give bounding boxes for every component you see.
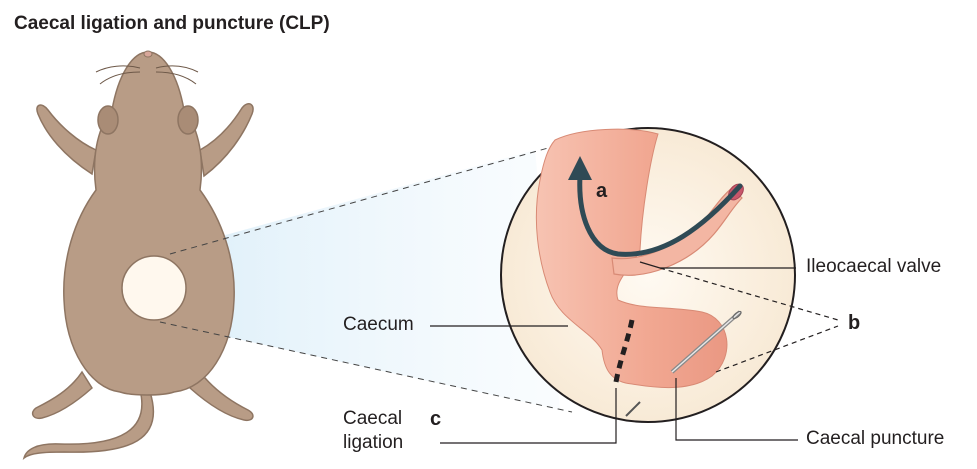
leader-ligation (440, 388, 617, 444)
caecal-puncture-label: Caecal puncture (806, 428, 945, 449)
ileocaecal-valve-label: Ileocaecal valve (806, 256, 942, 277)
flow-arrow (577, 173, 743, 257)
mouse-whiskers (95, 65, 199, 85)
mouse-right-arm (199, 103, 254, 178)
diagram-title: Caecal ligation and puncture (CLP) (14, 13, 330, 34)
caecal-ligation-label-line2: ligation (343, 432, 404, 453)
mouse-nose (143, 50, 153, 58)
caecum-label: Caecum (343, 314, 414, 335)
leader-b-upper (659, 267, 839, 321)
marker-a: a (596, 180, 608, 202)
mouse-body (63, 51, 235, 396)
zoom-beam (160, 150, 560, 410)
leader-b-lower (715, 325, 839, 373)
mouse-right-hind-foot (189, 370, 254, 422)
mouse-right-ear (177, 105, 199, 135)
marker-b: b (848, 312, 861, 334)
mouse-left-hind-foot (31, 370, 93, 420)
leader-puncture (675, 378, 798, 441)
abdomen-window (121, 255, 187, 321)
mouse-left-ear (97, 105, 119, 135)
caecal-ligation-label-line1: Caecal (343, 408, 403, 429)
mouse-illustration (22, 50, 254, 461)
mouse-tail (22, 389, 155, 461)
zoom-lines (159, 147, 573, 413)
ligation-line (613, 319, 635, 383)
leader-lines (430, 261, 839, 444)
mouse-left-arm (36, 104, 97, 176)
needle (625, 310, 742, 417)
caecum-illustration (535, 128, 744, 417)
flow-arrowhead (568, 156, 592, 180)
marker-c: c (430, 408, 442, 430)
